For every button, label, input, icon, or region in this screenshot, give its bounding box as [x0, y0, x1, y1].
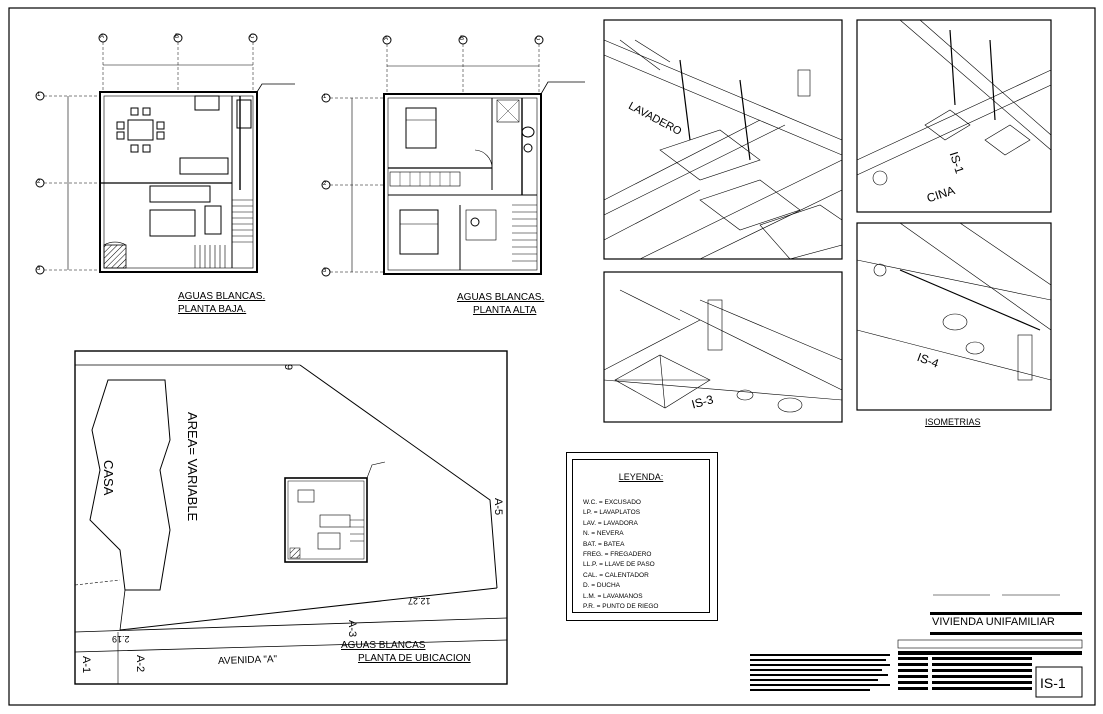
grid-row-2-upper: 2 [323, 181, 327, 187]
grid-row-2: 2 [37, 179, 41, 185]
dim-12-27: 12.27 [408, 596, 431, 606]
legend-item: LP. = LAVAPLATOS [583, 509, 641, 517]
ground-floor-plan [35, 33, 295, 275]
legend-item: L.M. = LAVAMANOS [583, 592, 643, 600]
legend-item: W.C. = EXCUSADO [583, 499, 641, 506]
lot-9-label: 9 [282, 364, 294, 371]
project-title: VIVIENDA UNIFAMILIAR [932, 616, 1055, 628]
legend-item: BAT. = BATEA [583, 540, 625, 548]
site-plan-title-1: AGUAS BLANCAS [341, 640, 426, 651]
grid-col-c-upper: C [536, 36, 541, 42]
grid-col-c: C [250, 34, 255, 40]
upper-plan-title-1: AGUAS BLANCAS. [457, 292, 545, 303]
sheet-code: IS-1 [1040, 675, 1066, 691]
legend-item: N. = NEVERA [583, 530, 624, 538]
grid-col-b-upper: B [460, 36, 465, 42]
a2-label: A-2 [134, 655, 146, 673]
site-plan-title-2: PLANTA DE UBICACION [358, 653, 471, 664]
ground-plan-title-2: PLANTA BAJA. [178, 304, 247, 315]
a1-label: A-1 [80, 656, 92, 674]
grid-col-a-upper: A [384, 36, 389, 42]
a3-label: A-3 [346, 620, 358, 638]
legend-item: FREG. = FREGADERO [583, 551, 652, 559]
sheet-border [8, 7, 1096, 706]
dim-2-19: 2.19 [112, 634, 130, 644]
grid-row-1: 1 [37, 92, 41, 98]
a5-label: A-5 [492, 498, 504, 516]
grid-col-a: A [100, 34, 105, 40]
grid-col-b: B [175, 34, 180, 40]
grid-row-3-upper: 3 [323, 268, 327, 274]
legend-box: LEYENDA: W.C. = EXCUSADO LP. = LAVAPLATO… [566, 452, 718, 621]
casa-label: CASA [101, 460, 116, 496]
ground-plan-title-1: AGUAS BLANCAS. [178, 291, 266, 302]
grid-row-3: 3 [37, 266, 41, 272]
upper-floor-plan [321, 35, 585, 277]
site-plan [74, 350, 508, 685]
legend-item: LL.P. = LLAVE DE PASO [583, 561, 655, 569]
legend-item: D. = DUCHA [583, 582, 621, 590]
grid-row-1-upper: 1 [323, 94, 327, 100]
legend-item: CAL. = CALENTADOR [583, 571, 649, 579]
legend-list: W.C. = EXCUSADO LP. = LAVAPLATOS LAV. = … [583, 498, 658, 612]
legend-title: LEYENDA: [618, 472, 664, 482]
isometric-panels [603, 19, 1052, 423]
title-block [750, 594, 1083, 698]
avenida-label: AVENIDA "A" [217, 653, 278, 668]
upper-plan-title-2: PLANTA ALTA [473, 305, 537, 316]
legend-item: LAV. = LAVADORA [583, 519, 638, 527]
legend-item: P.R. = PUNTO DE RIEGO [583, 603, 659, 611]
area-label: AREA= VARIABLE [185, 412, 200, 522]
legend-inner: LEYENDA: W.C. = EXCUSADO LP. = LAVAPLATO… [572, 459, 710, 613]
isometrias-caption: ISOMETRIAS [925, 417, 981, 427]
